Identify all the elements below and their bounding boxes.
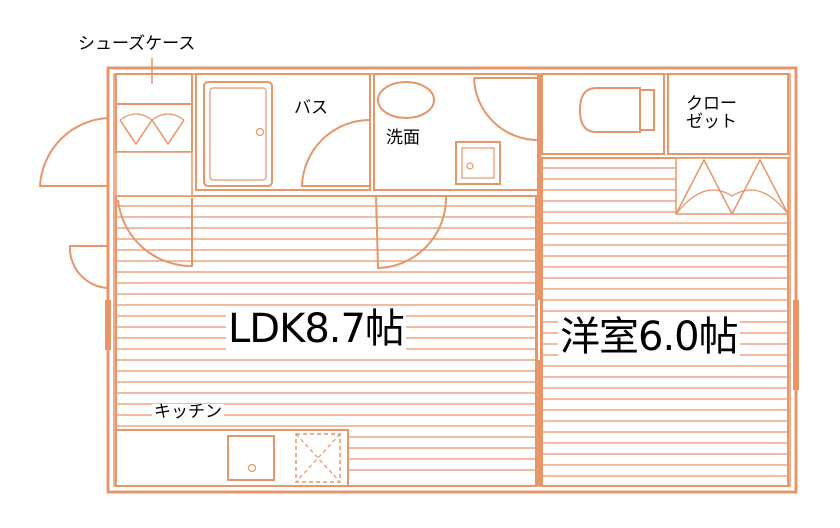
shoe-case bbox=[115, 73, 193, 105]
sink-basin bbox=[461, 147, 495, 179]
drain-icon bbox=[255, 127, 265, 137]
entry-closet-folding-door-icon bbox=[119, 119, 185, 146]
outer-wall bbox=[106, 66, 798, 494]
western-room-label: 洋室6.0帖 bbox=[558, 314, 740, 360]
bath-label: バス bbox=[292, 98, 330, 118]
sink-icon bbox=[455, 141, 501, 185]
washroom-label: 洗面 bbox=[384, 128, 422, 148]
closet-label: クロー ゼット bbox=[684, 94, 739, 132]
closet-folding-door-icon bbox=[675, 158, 789, 215]
kitchen-drain-icon bbox=[247, 463, 257, 473]
ldk-label: LDK8.7帖 bbox=[226, 306, 406, 352]
western-room-border bbox=[541, 157, 789, 487]
entry-closet bbox=[115, 103, 193, 153]
closet-door-frame bbox=[675, 157, 789, 215]
shoe-case-label: シューズケース bbox=[76, 34, 198, 54]
kitchen-sink-icon bbox=[227, 435, 275, 481]
toilet-icon bbox=[578, 87, 641, 133]
side-door-swing-icon bbox=[68, 245, 109, 289]
bath-door-swing-icon bbox=[300, 119, 371, 187]
front-door-swing-icon bbox=[38, 117, 109, 187]
kitchen-label: キッチン bbox=[152, 402, 224, 422]
sink-drain-icon bbox=[466, 162, 474, 170]
closet-arc-icon bbox=[675, 189, 789, 215]
stove-cross-icon bbox=[295, 433, 341, 483]
closet-label-line1: クロー bbox=[686, 94, 737, 114]
entry-closet-arc-icon bbox=[119, 113, 185, 121]
ldk-door-swing-icon bbox=[117, 198, 193, 268]
washroom-door-swing-icon bbox=[473, 77, 539, 142]
entrance-area bbox=[115, 151, 193, 197]
bathtub-inner bbox=[209, 87, 267, 181]
closet-label-line2: ゼット bbox=[686, 111, 737, 132]
toilet-tank bbox=[639, 89, 655, 131]
ldk-washroom-door-swing-icon bbox=[375, 195, 447, 270]
washing-machine-icon bbox=[377, 81, 435, 119]
bathtub-icon bbox=[203, 81, 273, 187]
